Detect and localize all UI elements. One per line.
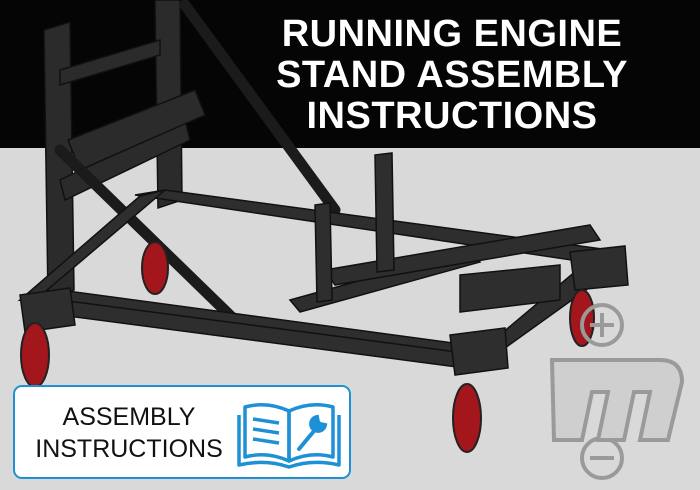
assembly-instructions-badge: ASSEMBLY INSTRUCTIONS: [13, 385, 351, 479]
book-wrench-icon: [237, 403, 341, 469]
badge-line-1: ASSEMBLY: [62, 403, 196, 431]
title-line-2: STAND ASSEMBLY: [276, 54, 628, 96]
title-line-3: INSTRUCTIONS: [306, 95, 598, 137]
base-frame: [17, 152, 629, 376]
badge-line-2: INSTRUCTIONS: [35, 435, 223, 463]
page-title: RUNNING ENGINE STAND ASSEMBLY INSTRUCTIO…: [252, 14, 652, 137]
badge-label: ASSEMBLY INSTRUCTIONS: [25, 401, 233, 465]
caster-wheels: [20, 241, 595, 453]
title-line-1: RUNNING ENGINE: [281, 13, 623, 55]
diagonal-braces: [54, 0, 341, 336]
upright-frame: [43, 0, 206, 300]
brand-m-logo: [549, 303, 685, 480]
